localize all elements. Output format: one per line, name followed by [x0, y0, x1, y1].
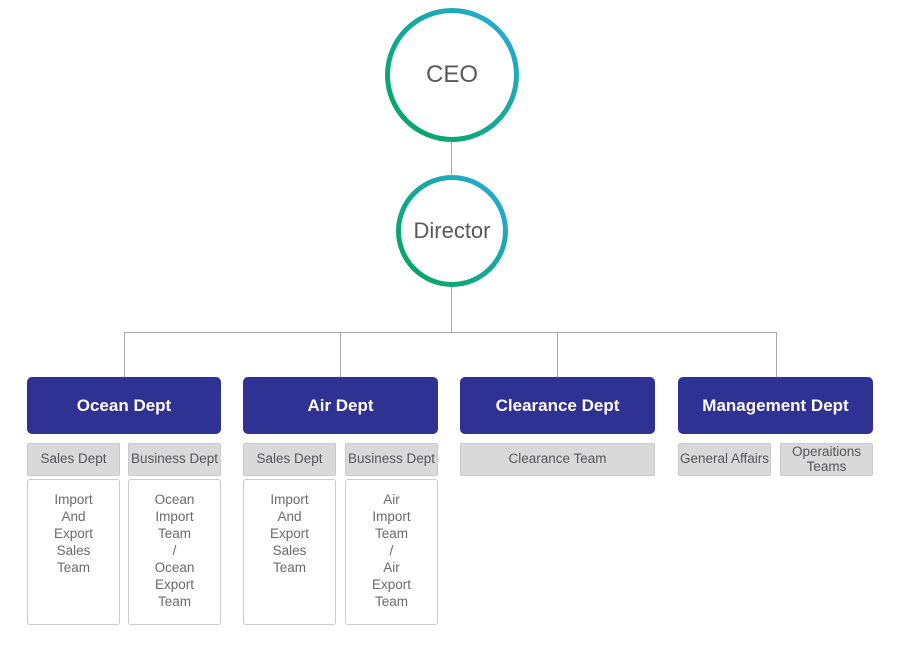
dept-clearance: Clearance Dept Clearance Team [460, 377, 655, 476]
team-column-operations: Operaitions Teams [780, 443, 873, 476]
dept-header-clearance: Clearance Dept [460, 377, 655, 434]
team-column-ocean-sales: Sales Dept Import And Export Sales Team [27, 443, 120, 625]
connector-drop-air [340, 332, 341, 377]
team-members-air-business: Air Import Team / Air Export Team [345, 479, 438, 625]
team-column-general-affairs: General Affairs [678, 443, 771, 476]
connector-director-trunk [451, 287, 452, 332]
dept-header-management: Management Dept [678, 377, 873, 434]
connector-drop-management [776, 332, 777, 377]
dept-header-air: Air Dept [243, 377, 438, 434]
team-column-air-business: Business Dept Air Import Team / Air Expo… [345, 443, 438, 625]
team-row-ocean: Sales Dept Import And Export Sales Team … [27, 443, 221, 625]
team-row-management: General Affairs Operaitions Teams [678, 443, 873, 476]
connector-drop-clearance [557, 332, 558, 377]
director-label: Director [401, 180, 503, 282]
dept-management: Management Dept General Affairs Operaiti… [678, 377, 873, 476]
team-label-air-business: Business Dept [345, 443, 438, 476]
team-label-ocean-business: Business Dept [128, 443, 221, 476]
connector-drop-ocean [124, 332, 125, 377]
dept-air: Air Dept Sales Dept Import And Export Sa… [243, 377, 438, 625]
ceo-node: CEO [385, 8, 519, 142]
team-members-air-sales: Import And Export Sales Team [243, 479, 336, 625]
team-members-ocean-sales: Import And Export Sales Team [27, 479, 120, 625]
team-label-operations: Operaitions Teams [780, 443, 873, 476]
ceo-label: CEO [390, 13, 514, 137]
dept-ocean: Ocean Dept Sales Dept Import And Export … [27, 377, 221, 625]
team-label-air-sales: Sales Dept [243, 443, 336, 476]
team-label-ocean-sales: Sales Dept [27, 443, 120, 476]
director-node: Director [396, 175, 508, 287]
team-column-ocean-business: Business Dept Ocean Import Team / Ocean … [128, 443, 221, 625]
team-label-general-affairs: General Affairs [678, 443, 771, 476]
connector-horizontal [124, 332, 776, 333]
team-label-clearance: Clearance Team [460, 443, 655, 476]
team-row-clearance: Clearance Team [460, 443, 655, 476]
team-column-air-sales: Sales Dept Import And Export Sales Team [243, 443, 336, 625]
team-column-clearance: Clearance Team [460, 443, 655, 476]
team-members-ocean-business: Ocean Import Team / Ocean Export Team [128, 479, 221, 625]
connector-ceo-director [451, 142, 452, 176]
dept-header-ocean: Ocean Dept [27, 377, 221, 434]
team-row-air: Sales Dept Import And Export Sales Team … [243, 443, 438, 625]
